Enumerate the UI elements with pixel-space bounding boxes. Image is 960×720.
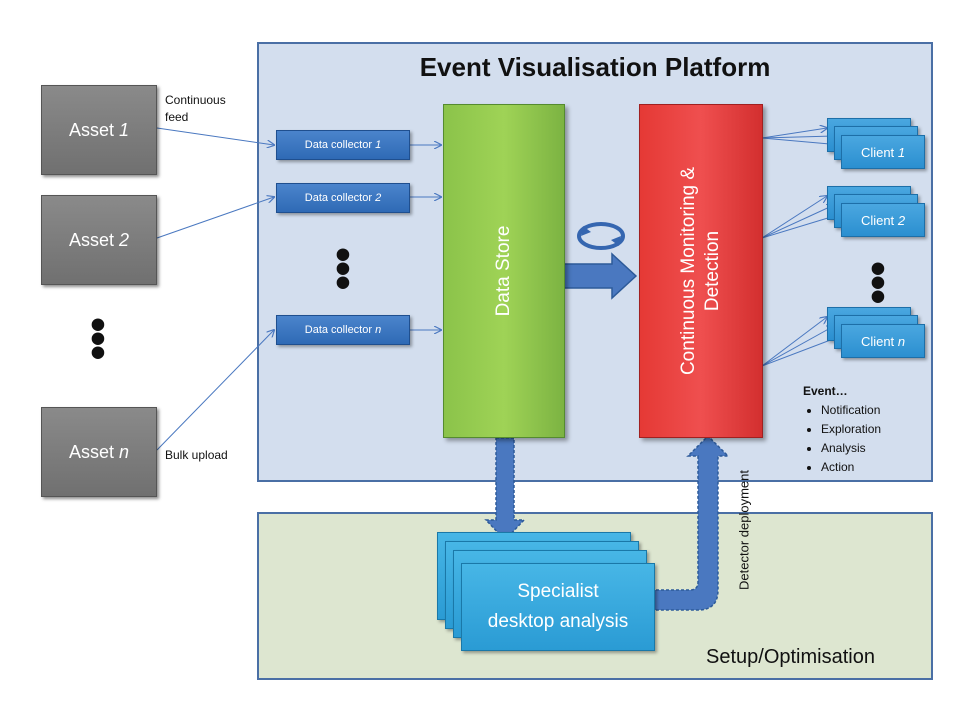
client-label: Client (860, 333, 895, 349)
feed-line-n (156, 330, 274, 451)
store-to-specialist-arrow (484, 437, 526, 542)
client-index: 2 (897, 212, 906, 228)
collector-label: Data collector (304, 324, 373, 336)
event-list: Event… Notification Exploration Analysis… (803, 382, 881, 477)
collector-ellipsis: • • • (335, 230, 351, 307)
collector-index: 2 (375, 192, 382, 204)
asset-index: n (119, 441, 130, 462)
asset-label: Asset (68, 441, 114, 462)
collector-label: Data collector (304, 139, 373, 151)
event-heading: Event… (803, 384, 848, 398)
monitoring-detection-box: Continuous Monitoring & Detection (639, 104, 763, 438)
client-lines (761, 128, 841, 367)
event-item: Exploration (821, 420, 881, 439)
event-item: Action (821, 458, 881, 477)
client-n: Client n (841, 324, 925, 358)
data-collector-n: Data collector n (276, 315, 410, 345)
client-index: n (897, 333, 906, 349)
asset-box-n: Asset n (41, 407, 157, 497)
refresh-cycle-icon (577, 222, 625, 250)
asset-box-1: Asset 1 (41, 85, 157, 175)
specialist-to-monitor-arrow (645, 434, 730, 611)
data-store-label: Data Store (493, 225, 514, 317)
setup-label: Setup/Optimisation (706, 646, 875, 668)
asset-index: 2 (119, 229, 130, 250)
asset-label: Asset (68, 119, 114, 140)
monitoring-label: Continuous Monitoring & Detection (677, 167, 725, 375)
feed-line-2 (156, 197, 274, 239)
specialist-desktop-analysis-box: Specialist desktop analysis (461, 563, 655, 651)
store-to-monitor-arrow (563, 252, 638, 300)
monitoring-label-line2: Detection (702, 230, 723, 312)
client-label: Client (860, 144, 895, 160)
event-item: Analysis (821, 439, 881, 458)
event-item: Notification (821, 401, 881, 420)
asset-box-2: Asset 2 (41, 195, 157, 285)
platform-panel (257, 42, 933, 482)
client-1: Client 1 (841, 135, 925, 169)
monitoring-label-line1: Continuous Monitoring & (678, 166, 699, 376)
collector-label: Data collector (304, 192, 373, 204)
feed-line-1 (156, 127, 274, 145)
continuous-feed-label: Continuous feed (165, 93, 226, 124)
client-ellipsis: • • • (870, 244, 886, 321)
asset-label: Asset (68, 229, 114, 250)
specialist-label-line2: desktop analysis (487, 611, 629, 632)
asset-index: 1 (119, 119, 130, 140)
collector-index: n (375, 324, 382, 336)
specialist-label-line1: Specialist (517, 581, 599, 602)
client-index: 1 (897, 144, 906, 160)
detector-deployment-text: Detector deployment (736, 470, 752, 590)
bulk-upload-label: Bulk upload (165, 448, 228, 462)
diagram-title: Event Visualisation Platform (419, 52, 771, 82)
client-2: Client 2 (841, 203, 925, 237)
data-collector-1: Data collector 1 (276, 130, 410, 160)
client-label: Client (860, 212, 895, 228)
asset-ellipsis: • • • (90, 300, 106, 377)
collector-index: 1 (375, 139, 382, 151)
data-store-box: Data Store (443, 104, 565, 438)
data-collector-2: Data collector 2 (276, 183, 410, 213)
detector-deployment-label: Detector deployment (732, 450, 756, 610)
